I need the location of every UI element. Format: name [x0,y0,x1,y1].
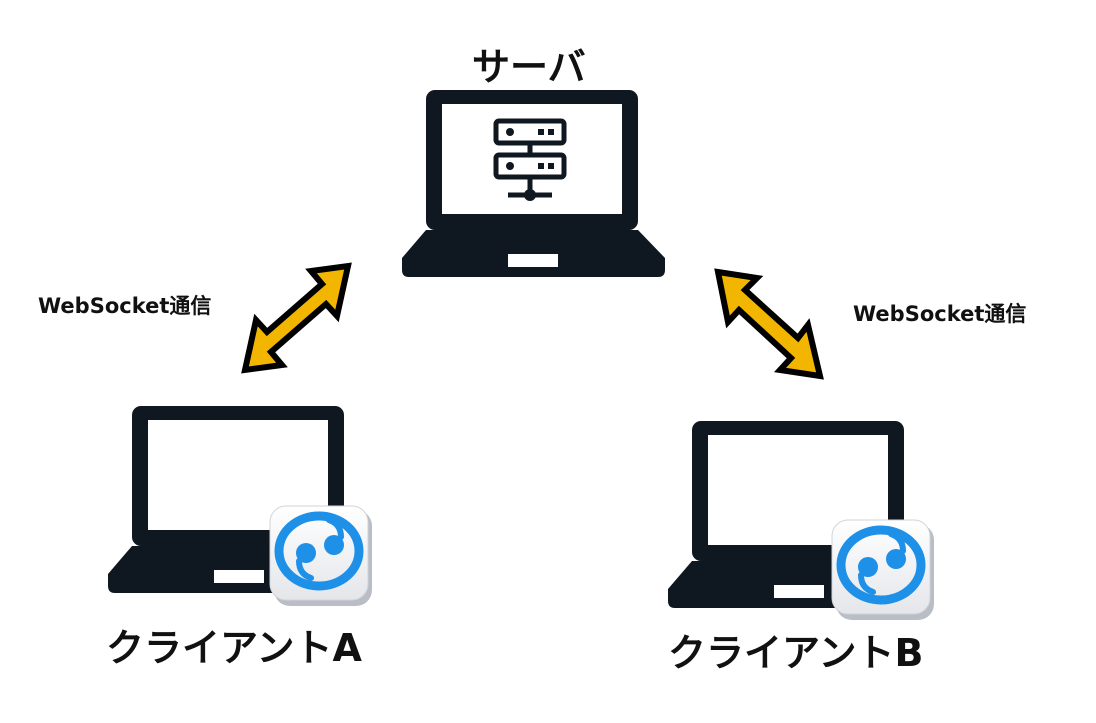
client-b-label: クライアントB [668,631,924,675]
client-b-app-logo-icon [831,519,934,620]
link-b-label: WebSocket通信 [853,302,1027,326]
link-a-label: WebSocket通信 [38,294,212,318]
server-laptop-icon [402,90,665,277]
server-rack-leds [506,128,554,201]
link-a-arrow-icon [241,262,352,374]
link-b-arrow-icon [714,268,824,380]
client-a-label: クライアントA [106,626,362,670]
client-a-app-logo-icon [269,505,372,606]
server-label: サーバ [472,45,586,89]
